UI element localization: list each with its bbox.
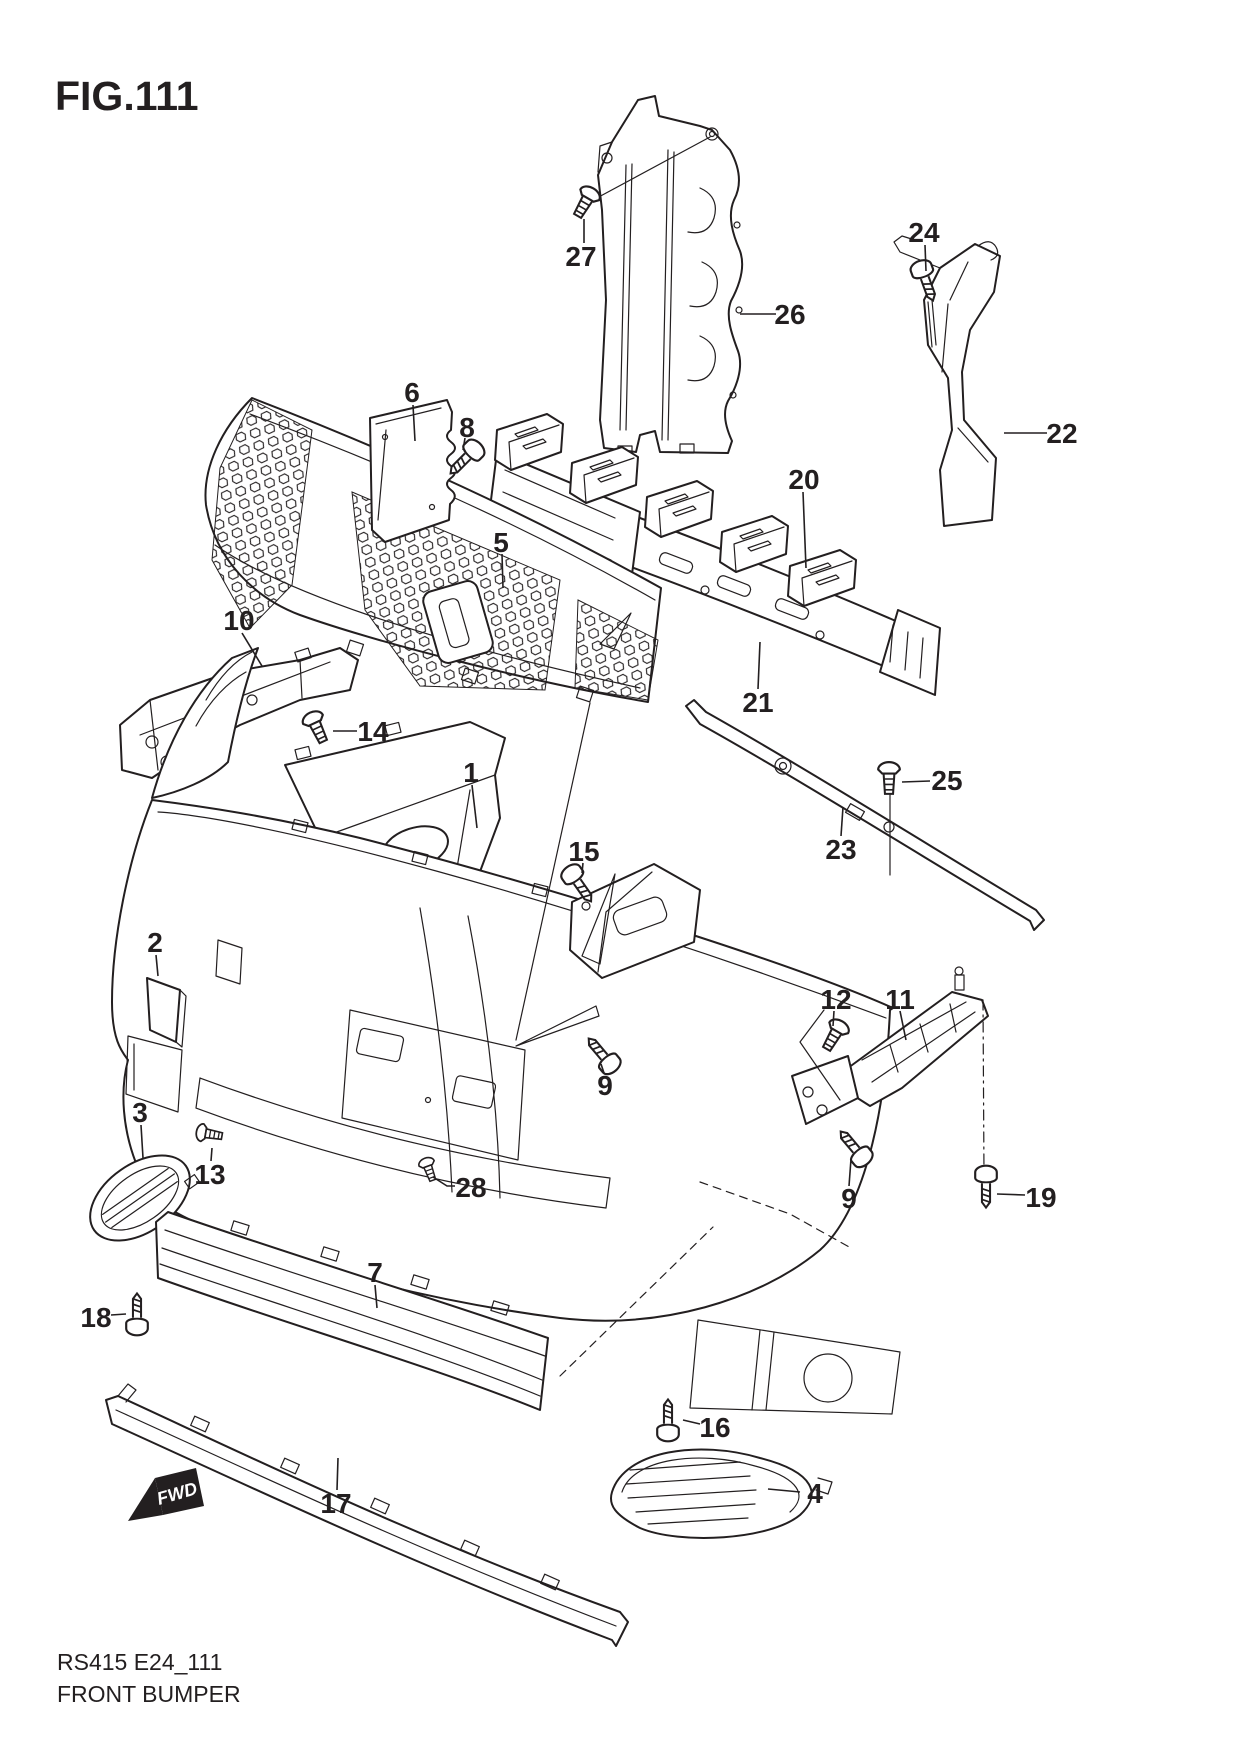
- leader-line-28-23: [432, 1176, 455, 1187]
- leader-line-10-8: [241, 632, 263, 667]
- callout-15-11: 15: [568, 836, 599, 867]
- leader-line-5-7: [501, 553, 504, 589]
- figure-title: FIG.111: [55, 73, 199, 119]
- part-6-seal-plate: [369, 399, 456, 543]
- screw-18-icon: [125, 1292, 149, 1337]
- grille-emblem-mount: [422, 580, 494, 664]
- callout-23-14: 23: [825, 834, 856, 865]
- callout-12-15: 12: [820, 984, 851, 1015]
- leader-line-11-16: [899, 1010, 907, 1041]
- leader-line-21-12: [757, 641, 761, 690]
- fwd-arrowhead-icon: [128, 1478, 163, 1521]
- callout-11-16: 11: [885, 984, 915, 1015]
- part-22-side-bracket: [893, 235, 1001, 527]
- leader-line-24-2: [924, 244, 927, 272]
- part-5-front-grille: [204, 397, 662, 703]
- callout-27-0: 27: [565, 241, 596, 272]
- footer-part-name: FRONT BUMPER: [57, 1681, 241, 1707]
- footer-code: RS415 E24_111: [57, 1649, 222, 1675]
- leader-line-16-26: [682, 1419, 701, 1425]
- callout-5-7: 5: [493, 527, 509, 558]
- callout-8-6: 8: [459, 412, 475, 443]
- part-26-air-guide-panel: [597, 95, 744, 456]
- leader-line-3-21: [140, 1124, 144, 1159]
- clip-27-icon: [567, 181, 604, 223]
- screw-16-icon: [656, 1398, 680, 1443]
- callout-28-23: 28: [455, 1172, 486, 1203]
- callout-16-26: 16: [699, 1412, 730, 1443]
- license-plate-recess: [341, 1009, 526, 1161]
- leader-line-12-15: [832, 1010, 835, 1027]
- part-11-side-holder: [791, 966, 989, 1125]
- leader-line-19-19: [996, 1193, 1026, 1196]
- leader-line-15-11: [581, 862, 584, 874]
- callout-18-24: 18: [80, 1302, 111, 1333]
- leader-line-7-25: [374, 1284, 378, 1309]
- callout-13-22: 13: [194, 1159, 225, 1190]
- callout-6-5: 6: [404, 377, 420, 408]
- callout-7-25: 7: [367, 1257, 383, 1288]
- leader-line-20-4: [802, 491, 807, 569]
- callout-3-21: 3: [132, 1097, 148, 1128]
- leader-line-25-13: [901, 780, 931, 783]
- leader-line-17-28: [336, 1457, 339, 1491]
- callout-9-17: 9: [597, 1070, 613, 1101]
- clip-14-icon: [299, 707, 335, 748]
- fwd-flag-body: [155, 1468, 204, 1515]
- part-17-front-lip: [105, 1383, 629, 1647]
- part-bumper-face: [111, 647, 901, 1415]
- foam-blocks: [494, 413, 857, 607]
- assembly-guides: [515, 136, 985, 1177]
- callout-10-8: 10: [223, 605, 254, 636]
- callout-1-10: 1: [463, 757, 479, 788]
- leader-line-13-22: [210, 1147, 213, 1162]
- part-4-fog-cover: [610, 1448, 833, 1539]
- leader-line-9-17: [600, 1063, 605, 1074]
- callout-24-2: 24: [908, 217, 940, 248]
- callout-22-3: 22: [1046, 418, 1077, 449]
- callout-20-4: 20: [788, 464, 819, 495]
- callout-4-27: 4: [807, 1478, 823, 1509]
- leader-line-1-10: [471, 784, 478, 829]
- callout-21-12: 21: [742, 687, 773, 718]
- leader-line-6-5: [412, 404, 416, 442]
- leader-line-8-6: [462, 437, 466, 451]
- leader-line-4-27: [767, 1488, 801, 1493]
- leader-line-23-14: [840, 806, 844, 837]
- clip-25-icon: [877, 761, 901, 795]
- part-15-bracket-plate: [569, 863, 701, 979]
- callout-19-19: 19: [1025, 1182, 1056, 1213]
- callout-14-9: 14: [357, 716, 389, 747]
- fwd-direction-flag: FWD: [128, 1468, 204, 1521]
- screw-19-icon: [974, 1164, 998, 1209]
- part-7-lower-grille: [155, 1211, 549, 1411]
- callout-26-1: 26: [774, 299, 805, 330]
- callout-9-18: 9: [841, 1183, 857, 1214]
- callout-17-28: 17: [320, 1488, 351, 1519]
- leader-line-2-20: [155, 954, 159, 977]
- part-2-hook-cover: [146, 977, 187, 1048]
- callout-2-20: 2: [147, 927, 163, 958]
- fog-lamp-pocket-right: [689, 1319, 901, 1415]
- part-23-lower-strip: [685, 699, 1045, 931]
- callout-25-13: 25: [931, 765, 962, 796]
- leader-line-18-24: [110, 1313, 127, 1316]
- leader-line-9-18: [848, 1158, 852, 1187]
